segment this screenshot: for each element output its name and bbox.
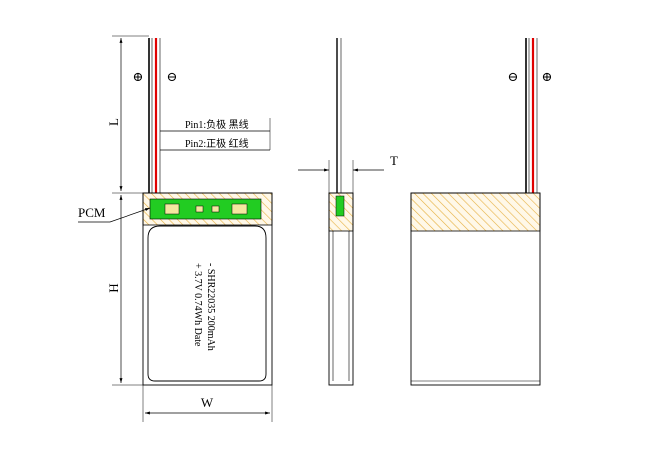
label-line2: + 3.7V 0.74Wh Date xyxy=(192,263,203,347)
dim-w-label: W xyxy=(201,395,214,410)
back-plus-symbol: ⊕ xyxy=(542,69,553,84)
back-pcm-band xyxy=(410,192,541,232)
front-minus-symbol: ⊖ xyxy=(167,69,178,84)
front-body-outline xyxy=(142,192,273,386)
side-view: T xyxy=(298,38,398,386)
pin2-label: Pin2:正极 红线 xyxy=(185,137,249,150)
front-view: - SHR22035 200mAh + 3.7V 0.74Wh Date ⊕ ⊖… xyxy=(78,35,273,422)
pin1-label: Pin1:负极 黑线 xyxy=(185,118,249,131)
back-body xyxy=(410,192,541,386)
front-cell xyxy=(147,225,267,382)
dim-t-label: T xyxy=(390,153,398,168)
back-view: ⊖ ⊕ xyxy=(410,38,553,386)
label-line1: - SHR22035 200mAh xyxy=(205,263,216,351)
side-body xyxy=(328,192,354,386)
dim-l-label: L xyxy=(106,118,121,126)
pcm-label: PCM xyxy=(78,205,106,220)
front-plus-symbol: ⊕ xyxy=(133,69,144,84)
dim-h-label: H xyxy=(106,283,121,292)
back-minus-symbol: ⊖ xyxy=(508,69,519,84)
side-pcm-board xyxy=(335,195,345,217)
